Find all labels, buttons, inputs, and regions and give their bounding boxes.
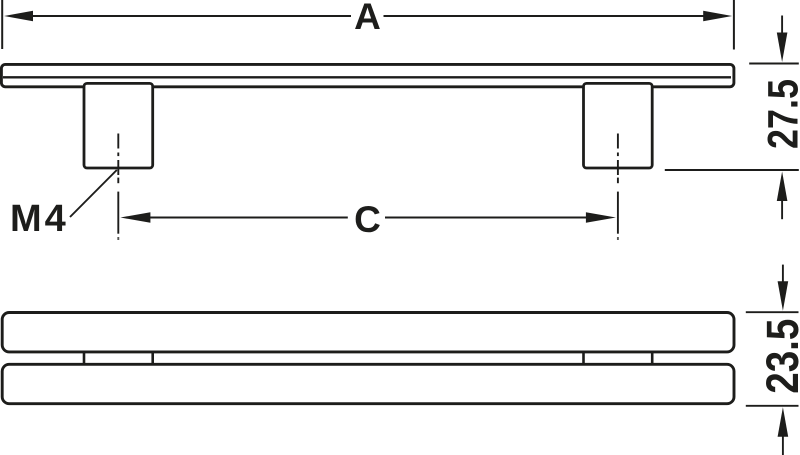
svg-text:27.5: 27.5 <box>759 79 800 149</box>
svg-text:M4: M4 <box>10 198 69 240</box>
svg-text:C: C <box>354 199 381 240</box>
svg-text:A: A <box>354 0 381 37</box>
svg-text:23.5: 23.5 <box>757 319 800 394</box>
